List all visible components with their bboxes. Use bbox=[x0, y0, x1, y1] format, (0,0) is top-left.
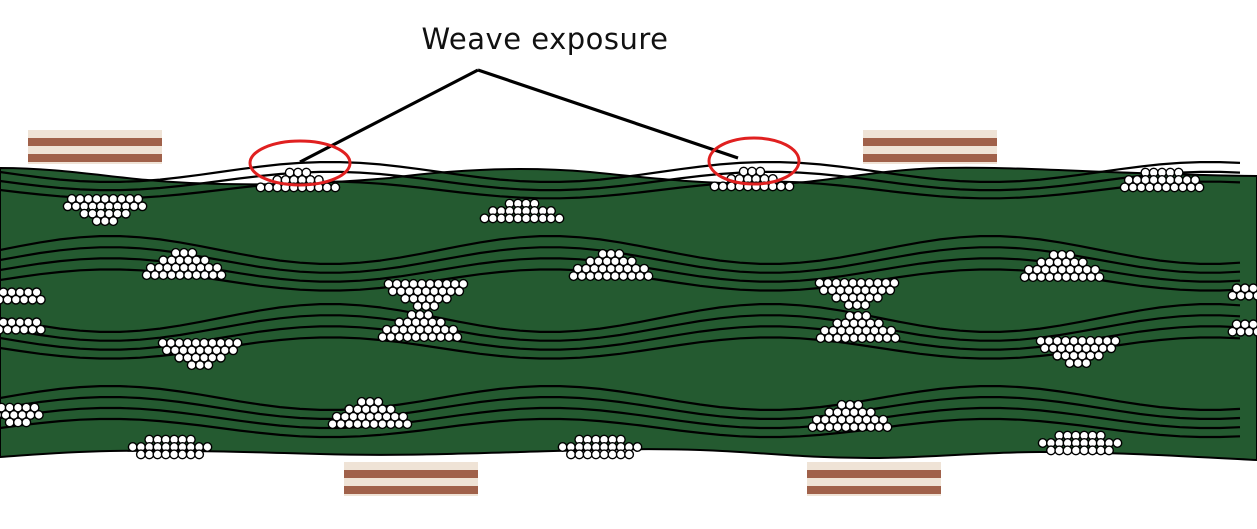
fiber-cluster bbox=[62, 193, 148, 227]
fiber-cluster bbox=[814, 277, 900, 311]
fiber-cluster bbox=[127, 434, 213, 460]
weave-strand bbox=[0, 170, 1241, 192]
fiber-cluster bbox=[0, 317, 46, 335]
weave-strand bbox=[0, 303, 1241, 333]
fiber-cluster bbox=[1035, 335, 1121, 369]
fiber-cluster bbox=[327, 396, 413, 430]
laminate-body bbox=[0, 166, 1257, 462]
weave-exposure-callout bbox=[248, 68, 801, 187]
fiber-cluster bbox=[0, 287, 46, 305]
leader-line-left bbox=[299, 68, 479, 164]
fiber-cluster bbox=[557, 434, 643, 460]
weave-strand bbox=[0, 161, 1241, 183]
copper-pad bbox=[863, 130, 997, 164]
weave-strand bbox=[0, 396, 1241, 420]
leader-line-right bbox=[477, 68, 739, 160]
highlight-ring-right bbox=[707, 136, 801, 186]
weave-strand bbox=[0, 314, 1241, 342]
fiber-cluster bbox=[1227, 319, 1257, 337]
fiber-cluster bbox=[1227, 283, 1257, 301]
glass-fiber-clusters bbox=[0, 166, 1257, 460]
copper-pad bbox=[28, 130, 162, 164]
copper-pad bbox=[807, 462, 941, 496]
fiber-cluster bbox=[383, 278, 469, 312]
fiber-cluster bbox=[815, 310, 901, 344]
fiber-cluster bbox=[479, 198, 565, 224]
fiber-cluster bbox=[1037, 430, 1123, 456]
fiber-cluster bbox=[0, 402, 44, 428]
fiber-cluster bbox=[157, 337, 243, 371]
weave-strand bbox=[0, 406, 1241, 430]
fiber-cluster bbox=[807, 399, 893, 433]
highlight-ring-left bbox=[248, 139, 352, 187]
weave-strand bbox=[0, 385, 1241, 411]
callout-label: Weave exposure bbox=[421, 22, 669, 56]
fiber-cluster bbox=[568, 248, 654, 282]
fiber-cluster bbox=[141, 247, 227, 281]
weave-strand bbox=[0, 180, 1241, 200]
weave-strand bbox=[0, 417, 1241, 439]
fiber-cluster bbox=[1019, 249, 1105, 283]
fiber-cluster bbox=[1119, 167, 1205, 193]
weave-strand bbox=[0, 235, 1241, 265]
fiber-cluster bbox=[377, 309, 463, 343]
copper-pad bbox=[344, 462, 478, 496]
